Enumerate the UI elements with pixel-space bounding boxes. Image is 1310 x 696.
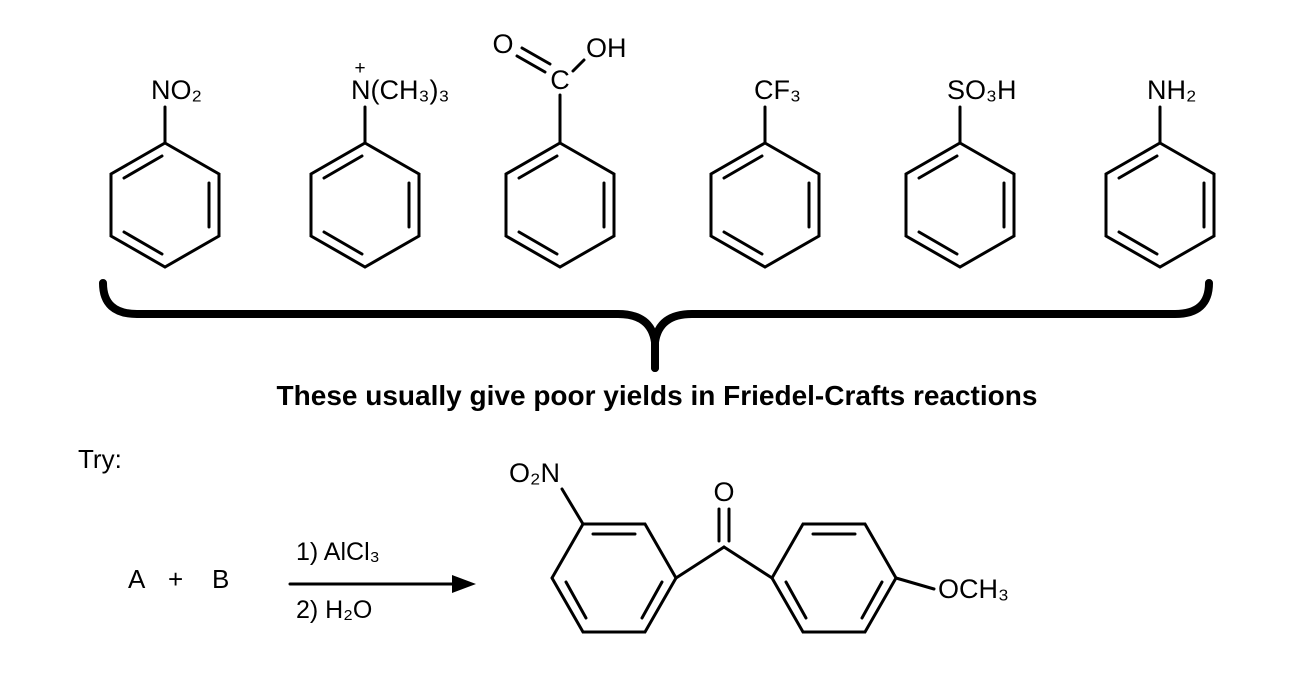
plus-sign: + <box>168 564 183 594</box>
product-right-ring <box>770 522 898 634</box>
try-label: Try: <box>78 444 122 474</box>
molecule-benzenesulfonic-acid: SO₃H <box>904 75 1017 269</box>
molecule-trimethylanilinium: N(CH₃)₃ + <box>309 58 449 269</box>
amino-label: NH₂ <box>1147 75 1196 105</box>
benzene-ring <box>709 141 821 269</box>
carboxyl-carbon: C <box>550 65 570 95</box>
molecule-benzoic-acid: C O OH <box>492 29 627 269</box>
brace-left-half <box>99 279 659 372</box>
reactant-a: A <box>128 564 146 594</box>
trifluoromethyl-label: CF₃ <box>754 75 801 105</box>
hydroxyl-label: OH <box>586 33 627 63</box>
caption-text: These usually give poor yields in Friede… <box>277 380 1038 411</box>
conditions-step1: 1) AlCl₃ <box>296 538 380 566</box>
benzene-ring <box>1104 141 1216 269</box>
benzene-ring <box>904 141 1016 269</box>
grouping-brace <box>99 279 1213 372</box>
carbonyl-bond-right <box>722 545 774 580</box>
carbonyl-bond-left <box>674 545 726 580</box>
carbonyl-double-bond <box>717 507 731 543</box>
benzene-ring <box>309 141 421 269</box>
carbonyl-oxygen-label: O <box>713 477 734 507</box>
nitro-label: NO₂ <box>151 75 202 105</box>
hydroxyl-bond <box>571 58 586 73</box>
ammonium-label: N(CH₃)₃ <box>351 75 449 105</box>
molecule-nitrobenzene: NO₂ <box>109 75 221 269</box>
brace-right-half <box>651 279 1213 372</box>
conditions-step2: 2) H₂O <box>296 596 372 624</box>
methoxy-bond <box>894 576 936 591</box>
carbonyl-double-bond <box>515 46 552 74</box>
reactant-b: B <box>212 564 229 594</box>
methoxy-group-label: OCH₃ <box>938 574 1009 604</box>
reaction-arrow-head <box>452 575 476 593</box>
sulfonic-acid-label: SO₃H <box>947 75 1017 105</box>
carbonyl-oxygen: O <box>492 29 513 59</box>
benzene-ring <box>504 141 616 269</box>
benzene-ring <box>109 141 221 269</box>
molecule-trifluoromethylbenzene: CF₃ <box>709 75 821 269</box>
product-structure: O₂N O OCH₃ <box>509 458 1009 634</box>
molecule-aniline: NH₂ <box>1104 75 1216 269</box>
nitro-bond <box>560 487 585 526</box>
product-left-ring <box>550 522 678 634</box>
nitro-group-label: O₂N <box>509 458 560 488</box>
reaction-scheme: Try: A + B 1) AlCl₃ 2) H₂O <box>78 444 476 624</box>
positive-charge: + <box>354 58 365 79</box>
